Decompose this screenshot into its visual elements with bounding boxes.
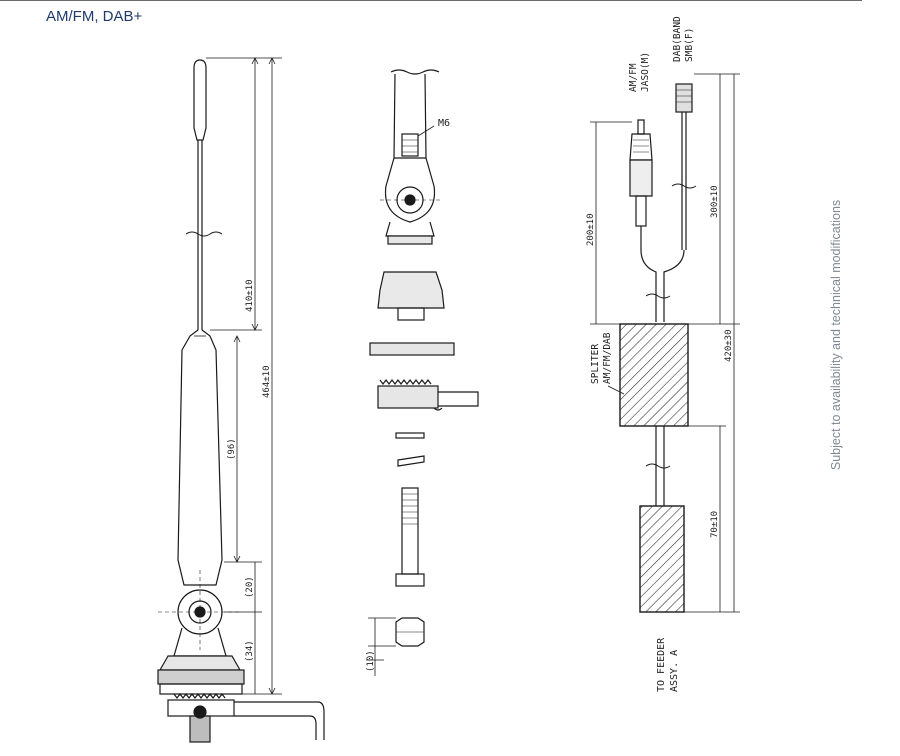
whip-tip xyxy=(193,59,207,141)
antenna-mast xyxy=(177,329,223,586)
page-title: AM/FM, DAB+ xyxy=(46,8,143,25)
dab-label-line2: SMB(F) xyxy=(684,28,695,62)
thread-label: M6 xyxy=(438,118,450,129)
dimension-96: (96) xyxy=(227,438,237,460)
dab-label-line1: DAB(BAND xyxy=(672,16,683,62)
dimension-70: 70±10 xyxy=(710,511,720,538)
bolt xyxy=(401,487,419,575)
rubber-cap xyxy=(377,271,445,309)
dimension-20: (20) xyxy=(245,576,255,598)
amfm-label-line2: JASO(M) xyxy=(640,52,651,92)
top-border-line xyxy=(0,0,862,1)
splitter-label-line1: SPLITER xyxy=(590,344,601,384)
dimension-300: 300±10 xyxy=(710,185,720,218)
antenna-dimension-lines xyxy=(206,57,282,695)
dimension-420: 420±30 xyxy=(724,329,734,362)
nut-dimension-lines xyxy=(366,617,396,676)
splitter-label-line2: AM/FM/DAB xyxy=(602,332,613,384)
feeder-label-line2: ASSY. A xyxy=(669,650,680,692)
amfm-connector xyxy=(637,119,645,135)
antenna-assembly xyxy=(157,59,325,743)
exploded-parts xyxy=(369,69,479,647)
dimension-464: 464±10 xyxy=(262,365,272,398)
feeder-label-line1: TO FEEDER xyxy=(656,637,667,692)
cable-assembly xyxy=(619,83,697,613)
dimension-34: (34) xyxy=(245,640,255,662)
hex-nut xyxy=(395,617,425,647)
dimension-200: 200±10 xyxy=(586,213,596,246)
splitter-box xyxy=(619,323,689,427)
amfm-label-line1: AM/FM xyxy=(628,63,639,92)
washer xyxy=(369,342,455,356)
feeder-connector xyxy=(639,505,685,613)
cable-dimension-lines xyxy=(590,73,740,613)
dimension-410: 410±10 xyxy=(245,279,255,312)
dab-connector xyxy=(675,83,693,113)
toothed-base xyxy=(377,385,439,409)
nut-dimension: (10) xyxy=(366,650,376,672)
antenna-base xyxy=(158,655,242,671)
